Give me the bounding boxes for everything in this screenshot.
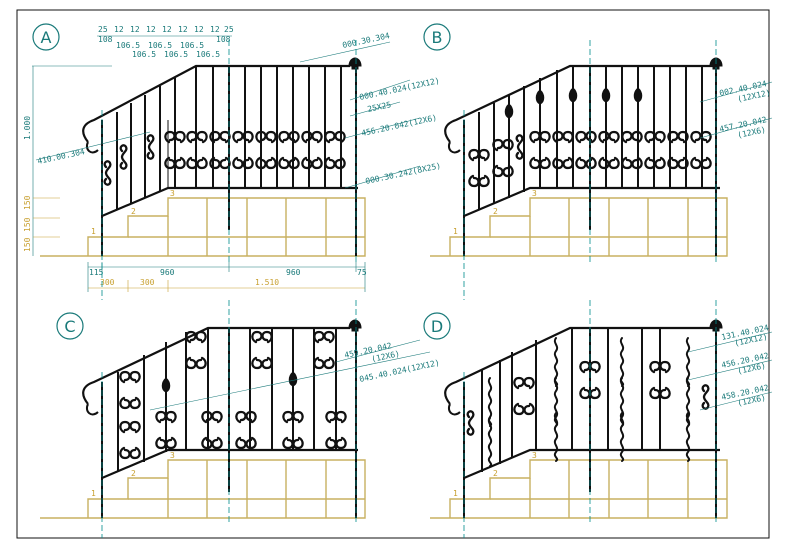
- dim-second-4: 106.5: [180, 41, 204, 50]
- bottom-dim-5: 300: [100, 278, 115, 287]
- dim-top-6: 12: [178, 25, 188, 34]
- step-number-1: 1: [91, 489, 96, 498]
- panel-label-circle: [423, 312, 451, 340]
- step-number-2: 2: [493, 207, 498, 216]
- height-dimension: 1.000 150 150 150: [23, 65, 112, 256]
- step-dim-2: 150: [23, 217, 32, 232]
- bottom-dim-4: 75: [357, 268, 367, 277]
- step-number-1: 1: [453, 227, 458, 236]
- dim-top-2: 12: [114, 25, 124, 34]
- note-a-5: 000.30.242(8X25): [365, 161, 442, 186]
- railing-c: [82, 319, 362, 518]
- notes-a: 000.30.304 000.40.024(12X12) 25X25 456.2…: [35, 31, 442, 189]
- panel-label: A: [41, 28, 52, 47]
- stair-stone: [40, 197, 366, 257]
- dim-top-4: 12: [146, 25, 156, 34]
- panel-b: B 1 2 3: [423, 23, 773, 300]
- dim-second-5: 108: [216, 35, 231, 44]
- dim-top-8: 12: [210, 25, 220, 34]
- height-dim-label: 1.000: [23, 116, 32, 140]
- dim-third-2: 106.5: [164, 50, 188, 59]
- dim-top-5: 12: [162, 25, 172, 34]
- stair-stone: [430, 459, 728, 519]
- railing-d: [444, 319, 723, 518]
- dim-third-1: 106.5: [132, 50, 156, 59]
- bottom-dim-3: 960: [286, 268, 301, 277]
- panel-c: C 1 2 3: [40, 300, 441, 538]
- bottom-dim-1: 115: [89, 268, 104, 277]
- dim-second-2: 106.5: [116, 41, 140, 50]
- stair-stone: [40, 459, 366, 519]
- bottom-dimension: 115 960 960 75 300 300 1.510: [87, 262, 367, 292]
- step-number-3: 3: [170, 189, 175, 198]
- step-number-1: 1: [91, 227, 96, 236]
- panel-a: A 25 12 12 12 12 12 12 12 25 108 106.5 1…: [23, 23, 442, 300]
- step-number-2: 2: [131, 469, 136, 478]
- note-a-2: 000.40.024(12X12): [359, 76, 441, 102]
- dim-second-1: 108: [98, 35, 113, 44]
- bottom-dim-6: 300: [140, 278, 155, 287]
- dim-top-1: 25: [98, 25, 108, 34]
- panel-label-circle: [423, 23, 451, 51]
- step-number-3: 3: [532, 189, 537, 198]
- top-dimension-chain: 25 12 12 12 12 12 12 12 25 108 106.5 106…: [97, 25, 234, 59]
- dim-second-3: 106.5: [148, 41, 172, 50]
- railing-b: [444, 57, 723, 256]
- note-c-3: 045.40.024(12X12): [359, 358, 441, 384]
- panel-label: B: [432, 28, 443, 47]
- panel-d: D 1 2 3: [423, 300, 773, 538]
- panel-label: C: [64, 317, 75, 336]
- step-number-3: 3: [170, 451, 175, 460]
- stair-stone: [430, 197, 728, 257]
- note-a-3: 25X25: [367, 100, 393, 114]
- bottom-dim-7: 1.510: [255, 278, 279, 287]
- dim-top-7: 12: [194, 25, 204, 34]
- notes-b: 002.40.024 (12X12) 457.20.042 (12X6): [699, 79, 773, 140]
- step-number-2: 2: [493, 469, 498, 478]
- note-a-4: 456.20.042(12X6): [361, 113, 438, 138]
- note-a-6: 410.00.304: [37, 147, 86, 166]
- step-number-3: 3: [532, 451, 537, 460]
- step-dim-3: 150: [23, 195, 32, 210]
- sheet-border: [16, 9, 770, 539]
- dim-top-3: 12: [130, 25, 140, 34]
- step-number-2: 2: [131, 207, 136, 216]
- bottom-dim-2: 960: [160, 268, 175, 277]
- step-number-1: 1: [453, 489, 458, 498]
- railing-a: [82, 57, 362, 256]
- step-dim-1: 150: [23, 237, 32, 252]
- panel-label: D: [431, 317, 443, 336]
- dim-third-3: 106.5: [196, 50, 220, 59]
- panel-label-circle: [32, 23, 60, 51]
- panel-label-circle: [56, 312, 84, 340]
- notes-d: 131.40.024 (12X12) 456.20.042 (12X6) 458…: [687, 323, 773, 411]
- dim-top-9: 25: [224, 25, 234, 34]
